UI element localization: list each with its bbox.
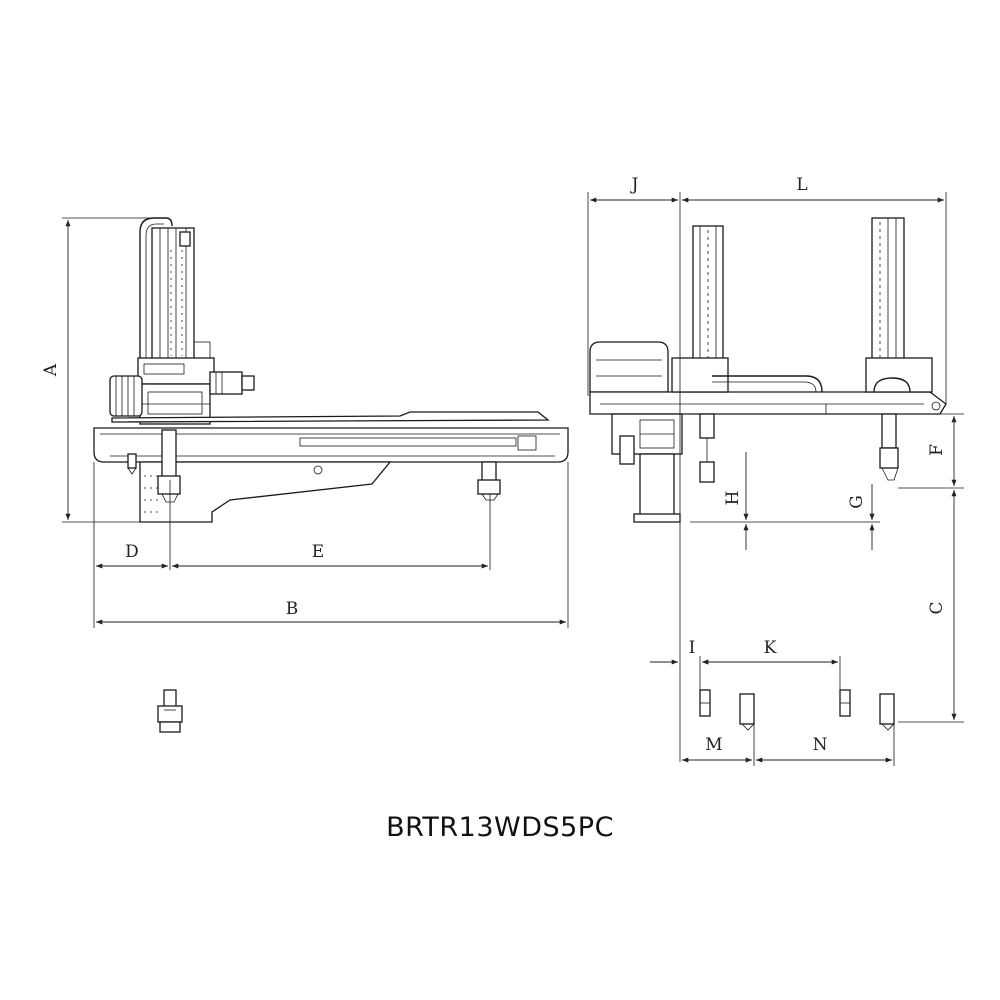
- lower-grippers: [699, 689, 895, 731]
- dim-f: [898, 413, 964, 489]
- dim-label-m: M: [705, 735, 722, 755]
- spare-gripper: [157, 689, 183, 733]
- dim-label-n: N: [813, 735, 828, 755]
- dim-m-n: [682, 724, 895, 766]
- dim-i-k: [650, 656, 841, 690]
- column-left: [671, 225, 823, 483]
- dim-label-k: K: [764, 638, 777, 658]
- dim-label-a: A: [41, 363, 61, 377]
- dim-label-j: J: [630, 175, 639, 195]
- main-beam: [93, 411, 569, 463]
- dim-label-e: E: [312, 542, 324, 562]
- dim-a: [62, 217, 150, 523]
- model-name: BRTR13WDS5PC: [386, 812, 614, 843]
- dim-label-h: H: [723, 491, 743, 506]
- vertical-column: [139, 217, 211, 365]
- carriage-block: [109, 357, 255, 425]
- dim-label-l: L: [796, 175, 807, 195]
- dim-label-b: B: [286, 599, 299, 619]
- dim-label-d: D: [125, 542, 139, 562]
- dim-label-i: I: [689, 638, 696, 658]
- side-view: [62, 217, 569, 733]
- dim-d-e: [93, 462, 491, 628]
- front-view: [587, 192, 964, 766]
- dim-b: [96, 462, 569, 628]
- dim-label-f: F: [927, 444, 947, 456]
- stand: [611, 413, 683, 523]
- base-bracket: [139, 461, 392, 523]
- column-right: [865, 217, 933, 481]
- dim-j-l: [587, 192, 947, 762]
- dim-label-g: G: [847, 495, 867, 509]
- dim-g: [690, 484, 880, 550]
- dim-label-c: C: [927, 601, 947, 614]
- cross-beam: [589, 391, 947, 415]
- dim-c: [898, 490, 964, 723]
- side-grippers: [127, 429, 501, 503]
- motor-housing: [589, 341, 669, 393]
